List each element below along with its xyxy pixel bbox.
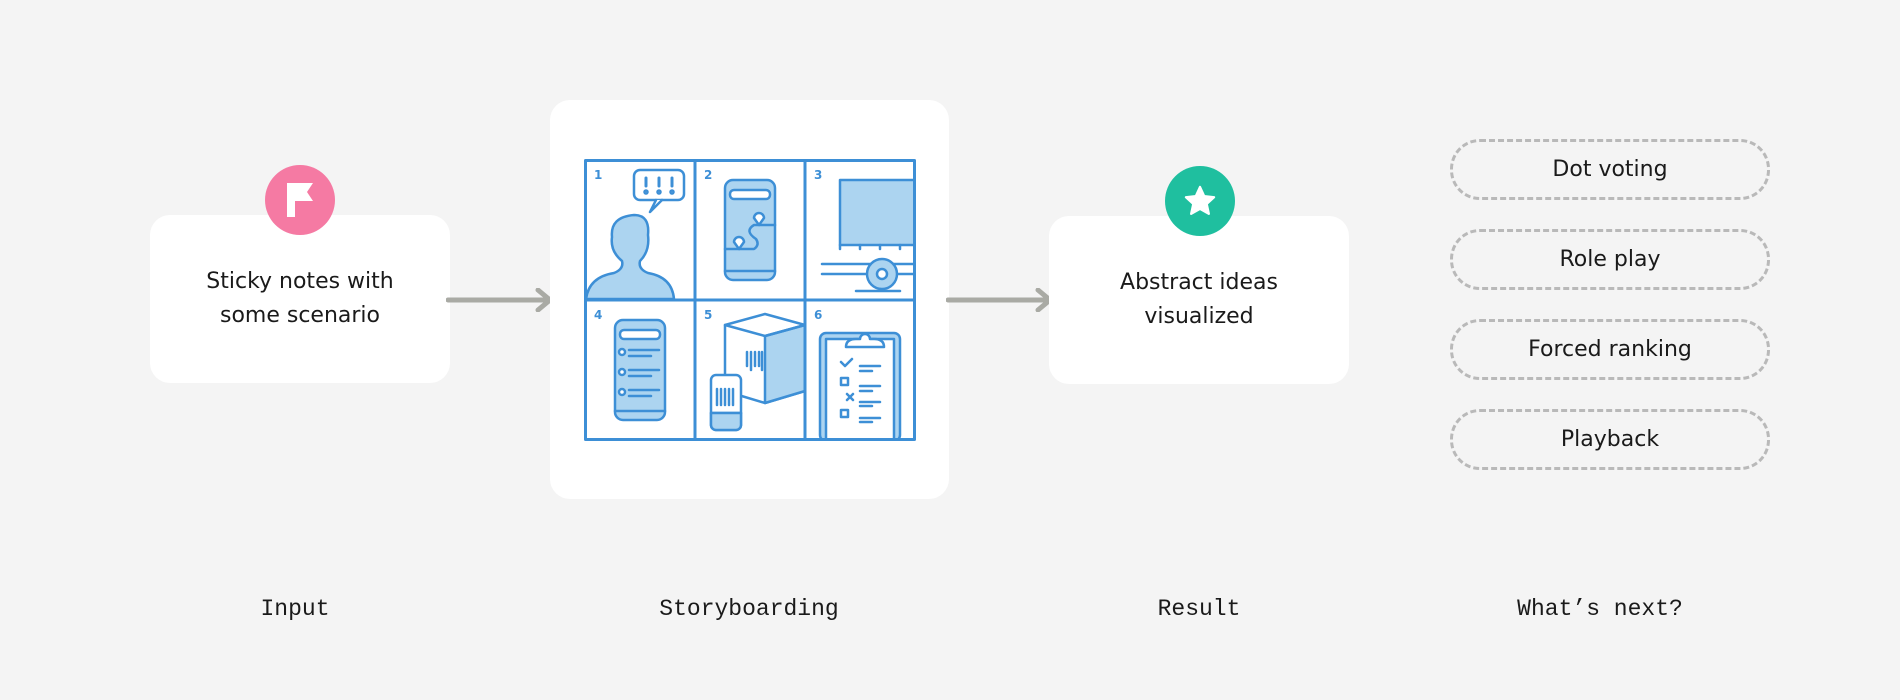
input-card: Sticky notes with some scenario (150, 215, 450, 383)
label-input: Input (260, 596, 330, 622)
panel-number: 2 (704, 168, 712, 182)
next-step-forced-ranking: Forced ranking (1450, 319, 1770, 380)
arrow-icon (946, 288, 1053, 312)
person-icon (584, 213, 676, 301)
truck-icon (838, 178, 916, 247)
label-result: Result (1157, 596, 1241, 622)
next-step-dot-voting: Dot voting (1450, 139, 1770, 200)
panel-number: 5 (704, 308, 712, 322)
panel-number: 1 (594, 168, 602, 182)
flag-icon (265, 165, 335, 235)
label-whats-next: What’s next? (1517, 596, 1683, 622)
panel-number: 6 (814, 308, 822, 322)
next-step-role-play: Role play (1450, 229, 1770, 290)
panel-number: 4 (594, 308, 602, 322)
star-icon (1165, 166, 1235, 236)
result-text-2: visualized (1144, 304, 1254, 329)
input-text: Sticky notes with (206, 269, 394, 294)
input-text-2: some scenario (219, 303, 380, 328)
storyboard-grid: 1 2 3 4 5 6 (584, 159, 916, 441)
next-step-playback: Playback (1450, 409, 1770, 470)
result-card: Abstract ideas visualized (1049, 216, 1349, 384)
arrow-icon (446, 288, 553, 312)
label-storyboarding: Storyboarding (659, 596, 839, 622)
result-text: Abstract ideas (1120, 270, 1278, 295)
panel-number: 3 (814, 168, 822, 182)
